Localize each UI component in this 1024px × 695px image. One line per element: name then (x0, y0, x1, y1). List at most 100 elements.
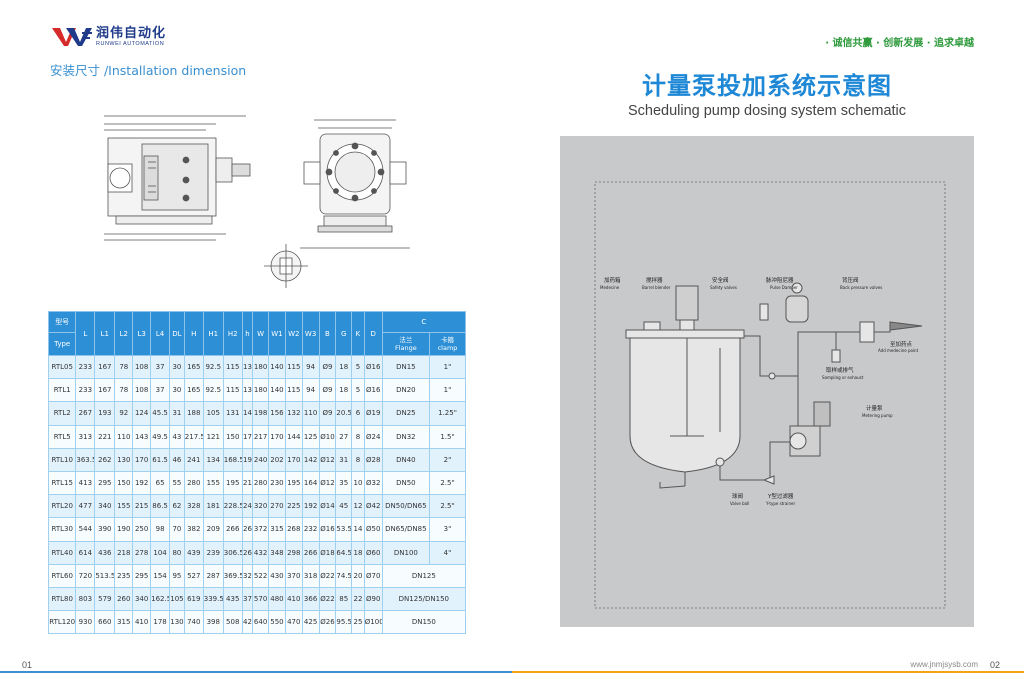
cell-value: 508 (222, 610, 243, 635)
cell-value: 168.5 (222, 447, 243, 472)
cell-value: 320 (252, 494, 269, 519)
cell-value: 190 (114, 517, 134, 542)
head-col: H2 (222, 311, 243, 356)
cell-value: 195 (284, 470, 303, 496)
cell-value: 803 (75, 586, 96, 612)
cell-value: 436 (94, 540, 116, 565)
cell-value: 180 (252, 378, 269, 403)
cell-value: 410 (132, 610, 152, 635)
cell-clamp: 3" (429, 517, 466, 542)
cell-value: 435 (222, 586, 243, 612)
cell-value: 27 (335, 424, 353, 449)
cell-value: 202 (268, 447, 286, 472)
head-col: D (363, 311, 383, 356)
head-flange: 法兰 Flange (381, 332, 431, 356)
cell-value: 432 (252, 540, 269, 565)
cell-value: Ø9 (318, 378, 337, 403)
cell-value: 369.5 (222, 563, 243, 588)
cell-value: 527 (183, 563, 204, 588)
cell-value: Ø42 (363, 494, 383, 519)
cell-value: 198 (252, 401, 269, 426)
cell-value: 195 (222, 470, 243, 496)
cell-value: 64.5 (335, 540, 353, 565)
cell-value: 232 (301, 517, 320, 542)
cell-value: 209 (202, 517, 224, 542)
cell-value: 640 (252, 610, 269, 635)
cell-value: 550 (268, 610, 286, 635)
head-col: H1 (202, 311, 224, 356)
cell-value: 30 (169, 354, 185, 380)
page-number-left: 01 (22, 660, 33, 670)
cell-value: 95.5 (335, 610, 353, 635)
head-model-en: Type (47, 332, 77, 356)
label-safety: 安全阀 (712, 276, 729, 284)
cell-value: 192 (301, 494, 320, 519)
label-sampling: 取样或排气 (826, 366, 854, 374)
cell-value: 619 (183, 586, 204, 612)
cell-value: Ø50 (363, 517, 383, 542)
cell-value: 233 (75, 354, 96, 380)
cell-value: 92.5 (202, 354, 224, 380)
cell-value: 19 (241, 447, 254, 472)
cell-value: 85 (335, 586, 353, 612)
cell-value: 131 (222, 401, 243, 426)
cell-value: 430 (268, 563, 286, 588)
website-url[interactable]: www.jnmjsysb.com (910, 660, 978, 669)
cell-value: Ø18 (318, 540, 337, 565)
head-col: W2 (284, 311, 303, 356)
cell-value: 298 (284, 540, 303, 565)
cell-flange: DN20 (381, 378, 431, 403)
head-model-cn: 型号 (47, 311, 77, 333)
cell-value: 25 (351, 610, 365, 635)
head-col: W (252, 311, 269, 356)
label-medicine-en: Medecine (600, 285, 620, 290)
label-backpressure: 背压阀 (842, 276, 859, 284)
cell-model: RTL05 (47, 354, 77, 380)
label-sampling-en: Sampling or exhaust (822, 375, 864, 380)
cell-value: 5 (351, 378, 365, 403)
cell-value: 570 (252, 586, 269, 612)
head-col: L1 (94, 311, 116, 356)
cell-value: 43 (169, 424, 185, 449)
cell-value: 95 (169, 563, 185, 588)
head-col: H (183, 311, 204, 356)
schematic-title: 计量泵投加系统示意图 (642, 72, 892, 100)
cell-value: 162.5 (150, 586, 171, 612)
cell-value: 218 (114, 540, 134, 565)
cell-value: 18 (351, 540, 365, 565)
cell-value: Ø24 (363, 424, 383, 449)
head-col: G (335, 311, 353, 356)
cell-value: 193 (94, 401, 116, 426)
cell-clamp: 2.5" (429, 494, 466, 519)
cell-value: 225 (284, 494, 303, 519)
cell-value: 513.5 (94, 563, 116, 588)
cell-value: Ø90 (363, 586, 383, 612)
cell-value: 278 (132, 540, 152, 565)
cell-model: RTL60 (47, 563, 77, 588)
cell-value: 70 (169, 517, 185, 542)
head-c: C (381, 311, 467, 333)
cell-value: 53.5 (335, 517, 353, 542)
cell-value: 74.5 (335, 563, 353, 588)
head-flange-cn: 法兰 (399, 336, 413, 344)
cell-value: 280 (252, 470, 269, 496)
cell-value: 339.5 (202, 586, 224, 612)
cell-clamp: 2.5" (429, 470, 466, 496)
cell-value: 132 (284, 401, 303, 426)
cell-value: 480 (268, 586, 286, 612)
label-backpressure-en: Back pressure valves (840, 285, 882, 290)
cell-value: 142 (301, 447, 320, 472)
cell-value: 217 (252, 424, 269, 449)
cell-value: Ø32 (363, 470, 383, 496)
cell-value: 26 (241, 517, 254, 542)
cell-value: 170 (132, 447, 152, 472)
head-flange-en: Flange (394, 344, 417, 352)
cell-value: 413 (75, 470, 96, 496)
cell-model: RTL20 (47, 494, 77, 519)
cell-value: 165 (183, 354, 204, 380)
cell-flange: DN150 (381, 610, 467, 635)
cell-value: 348 (268, 540, 286, 565)
cell-value: Ø26 (318, 610, 337, 635)
